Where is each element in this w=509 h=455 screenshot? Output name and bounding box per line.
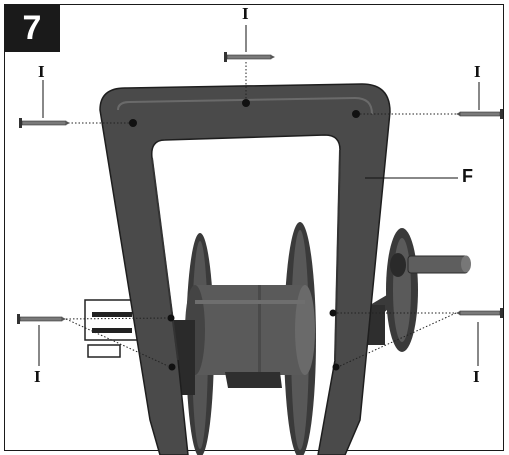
screw-top-left bbox=[19, 118, 70, 128]
screw-label-bottom-right: I bbox=[473, 367, 480, 386]
screw-label-top-right: I bbox=[474, 62, 481, 81]
frame-label: F bbox=[462, 166, 473, 186]
screw-label-top-center: I bbox=[242, 4, 249, 23]
screw-label-top-left: I bbox=[38, 62, 45, 81]
screw-bottom-right bbox=[456, 308, 503, 318]
reel-lower-bracket bbox=[225, 372, 282, 388]
screw-top-right bbox=[456, 109, 503, 119]
figure-border bbox=[4, 4, 504, 451]
label-leaders bbox=[38, 25, 480, 366]
step-number-badge: 7 bbox=[4, 4, 60, 52]
crank-handle bbox=[360, 228, 471, 352]
screw-holes bbox=[129, 99, 360, 371]
screw-bottom-left bbox=[17, 314, 66, 324]
frame-f bbox=[99, 83, 391, 455]
screw-guide-lines bbox=[65, 62, 457, 367]
reel-drum bbox=[185, 285, 315, 375]
screw-top-center bbox=[224, 52, 275, 62]
screw-label-bottom-left: I bbox=[34, 367, 41, 386]
